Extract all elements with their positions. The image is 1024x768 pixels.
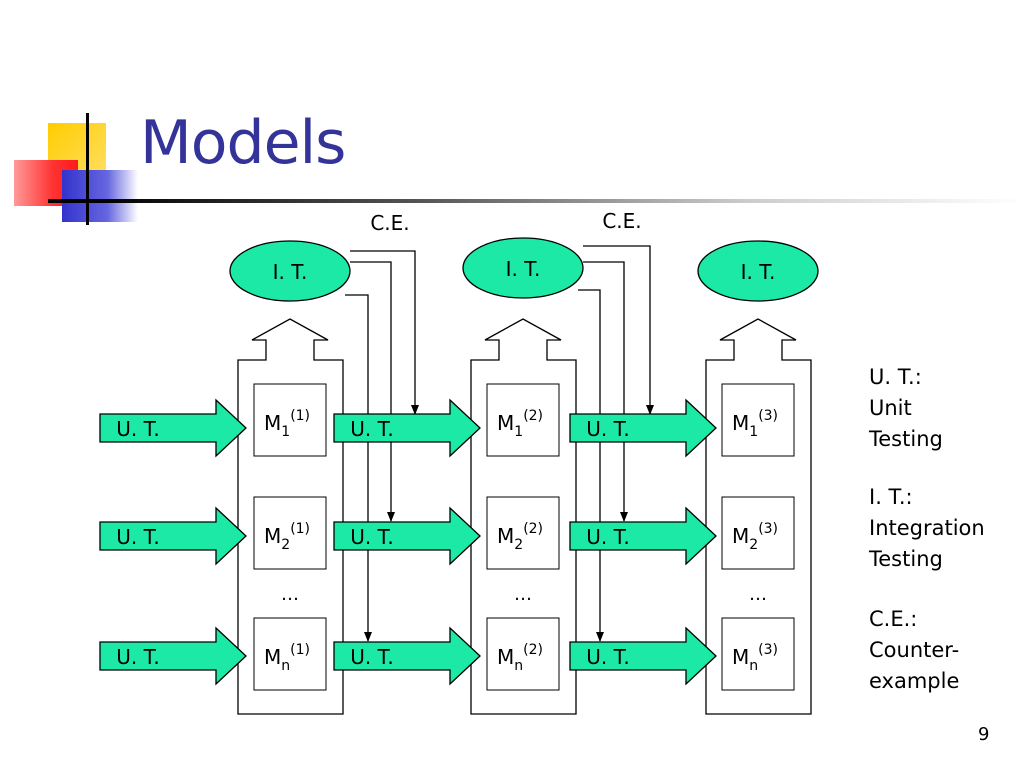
module-2-iteration-3: M2(3) (721, 496, 795, 570)
module-label: Mn(3) (732, 642, 778, 674)
module-ellipsis: … (749, 584, 767, 605)
unit-testing-arrow-1-2: U. T. (99, 506, 247, 566)
integration-testing-label: I. T. (741, 260, 776, 284)
module-label: M1(3) (732, 408, 778, 440)
unit-testing-arrow-1-3: U. T. (99, 626, 247, 686)
iteration-column-2: I. T. M1(2) M2(2) Mn(2) … U. T. U. T. U. T. (333, 237, 584, 715)
unit-testing-arrow-3-3: U. T. (569, 626, 717, 686)
module-n-iteration-2: Mn(2) (486, 617, 560, 691)
module-label: Mn(1) (264, 642, 310, 674)
module-label: M1(1) (264, 408, 310, 440)
counterexample-label-1: C.E. (370, 211, 409, 235)
module-label: M2(3) (732, 521, 778, 553)
unit-testing-arrow-1-2-label: U. T. (116, 525, 160, 549)
iteration-column-1: I. T. M1(1) M2(1) Mn(1) … U. T. U. T. U. T. (99, 240, 351, 715)
title-decoration (14, 113, 138, 225)
legend-ut-line-1: Unit (869, 396, 912, 420)
legend-it-line-2: Testing (869, 547, 943, 571)
unit-testing-arrow-3-1: U. T. (569, 398, 717, 458)
deco-horizontal-line (48, 199, 98, 203)
unit-testing-arrow-3-2: U. T. (569, 506, 717, 566)
deco-vertical-line (86, 113, 89, 225)
page-title: Models (140, 108, 346, 178)
unit-testing-arrow-3-2-label: U. T. (586, 525, 630, 549)
integration-testing-node-3: I. T. (697, 240, 819, 302)
counterexample-lines-2 (578, 245, 654, 642)
module-1-iteration-2: M1(2) (486, 383, 560, 457)
module-1-iteration-3: M1(3) (721, 383, 795, 457)
legend-ce-line-2: example (869, 669, 960, 693)
unit-testing-arrow-2-3: U. T. (333, 626, 481, 686)
deco-blue-square (62, 170, 138, 222)
unit-testing-arrow-2-2-label: U. T. (350, 525, 394, 549)
counterexample-label-2: C.E. (602, 209, 641, 233)
module-1-iteration-1: M1(1) (253, 383, 327, 457)
legend-ut-term: U. T.: (869, 365, 922, 389)
integration-testing-node-2: I. T. (462, 237, 584, 299)
legend-ut-line-2: Testing (869, 427, 943, 451)
module-label: M2(2) (497, 521, 543, 553)
title-rule (96, 199, 1024, 203)
module-2-iteration-1: M2(1) (253, 496, 327, 570)
module-ellipsis: … (281, 584, 299, 605)
module-n-iteration-1: Mn(1) (253, 617, 327, 691)
unit-testing-arrow-3-1-label: U. T. (586, 417, 630, 441)
unit-testing-arrow-2-3-label: U. T. (350, 645, 394, 669)
legend-ut: U. T.: Unit Testing (869, 362, 943, 455)
iteration-column-3: I. T. M1(3) M2(3) Mn(3) … U. T. U. T. U. T. (569, 240, 819, 715)
unit-testing-arrow-2-2: U. T. (333, 506, 481, 566)
unit-testing-arrow-1-1: U. T. (99, 398, 247, 458)
unit-testing-arrow-1-3-label: U. T. (116, 645, 160, 669)
module-label: M1(2) (497, 408, 543, 440)
unit-testing-arrow-2-1-label: U. T. (350, 417, 394, 441)
legend-ce-term: C.E.: (869, 607, 918, 631)
module-n-iteration-3: Mn(3) (721, 617, 795, 691)
legend-it-term: I. T.: (869, 485, 913, 509)
module-ellipsis: … (514, 584, 532, 605)
integration-testing-label: I. T. (506, 257, 541, 281)
unit-testing-arrow-3-3-label: U. T. (586, 645, 630, 669)
module-2-iteration-2: M2(2) (486, 496, 560, 570)
unit-testing-arrow-1-1-label: U. T. (116, 417, 160, 441)
integration-testing-label: I. T. (273, 260, 308, 284)
integration-testing-node-1: I. T. (229, 240, 351, 302)
legend-ce-line-1: Counter- (869, 638, 960, 662)
module-label: M2(1) (264, 521, 310, 553)
page-number: 9 (978, 724, 990, 745)
counterexample-lines-1 (345, 250, 419, 642)
module-label: Mn(2) (497, 642, 543, 674)
legend-it-line-1: Integration (869, 516, 985, 540)
unit-testing-arrow-2-1: U. T. (333, 398, 481, 458)
legend-it: I. T.: Integration Testing (869, 482, 985, 575)
legend-ce: C.E.: Counter- example (869, 604, 959, 697)
